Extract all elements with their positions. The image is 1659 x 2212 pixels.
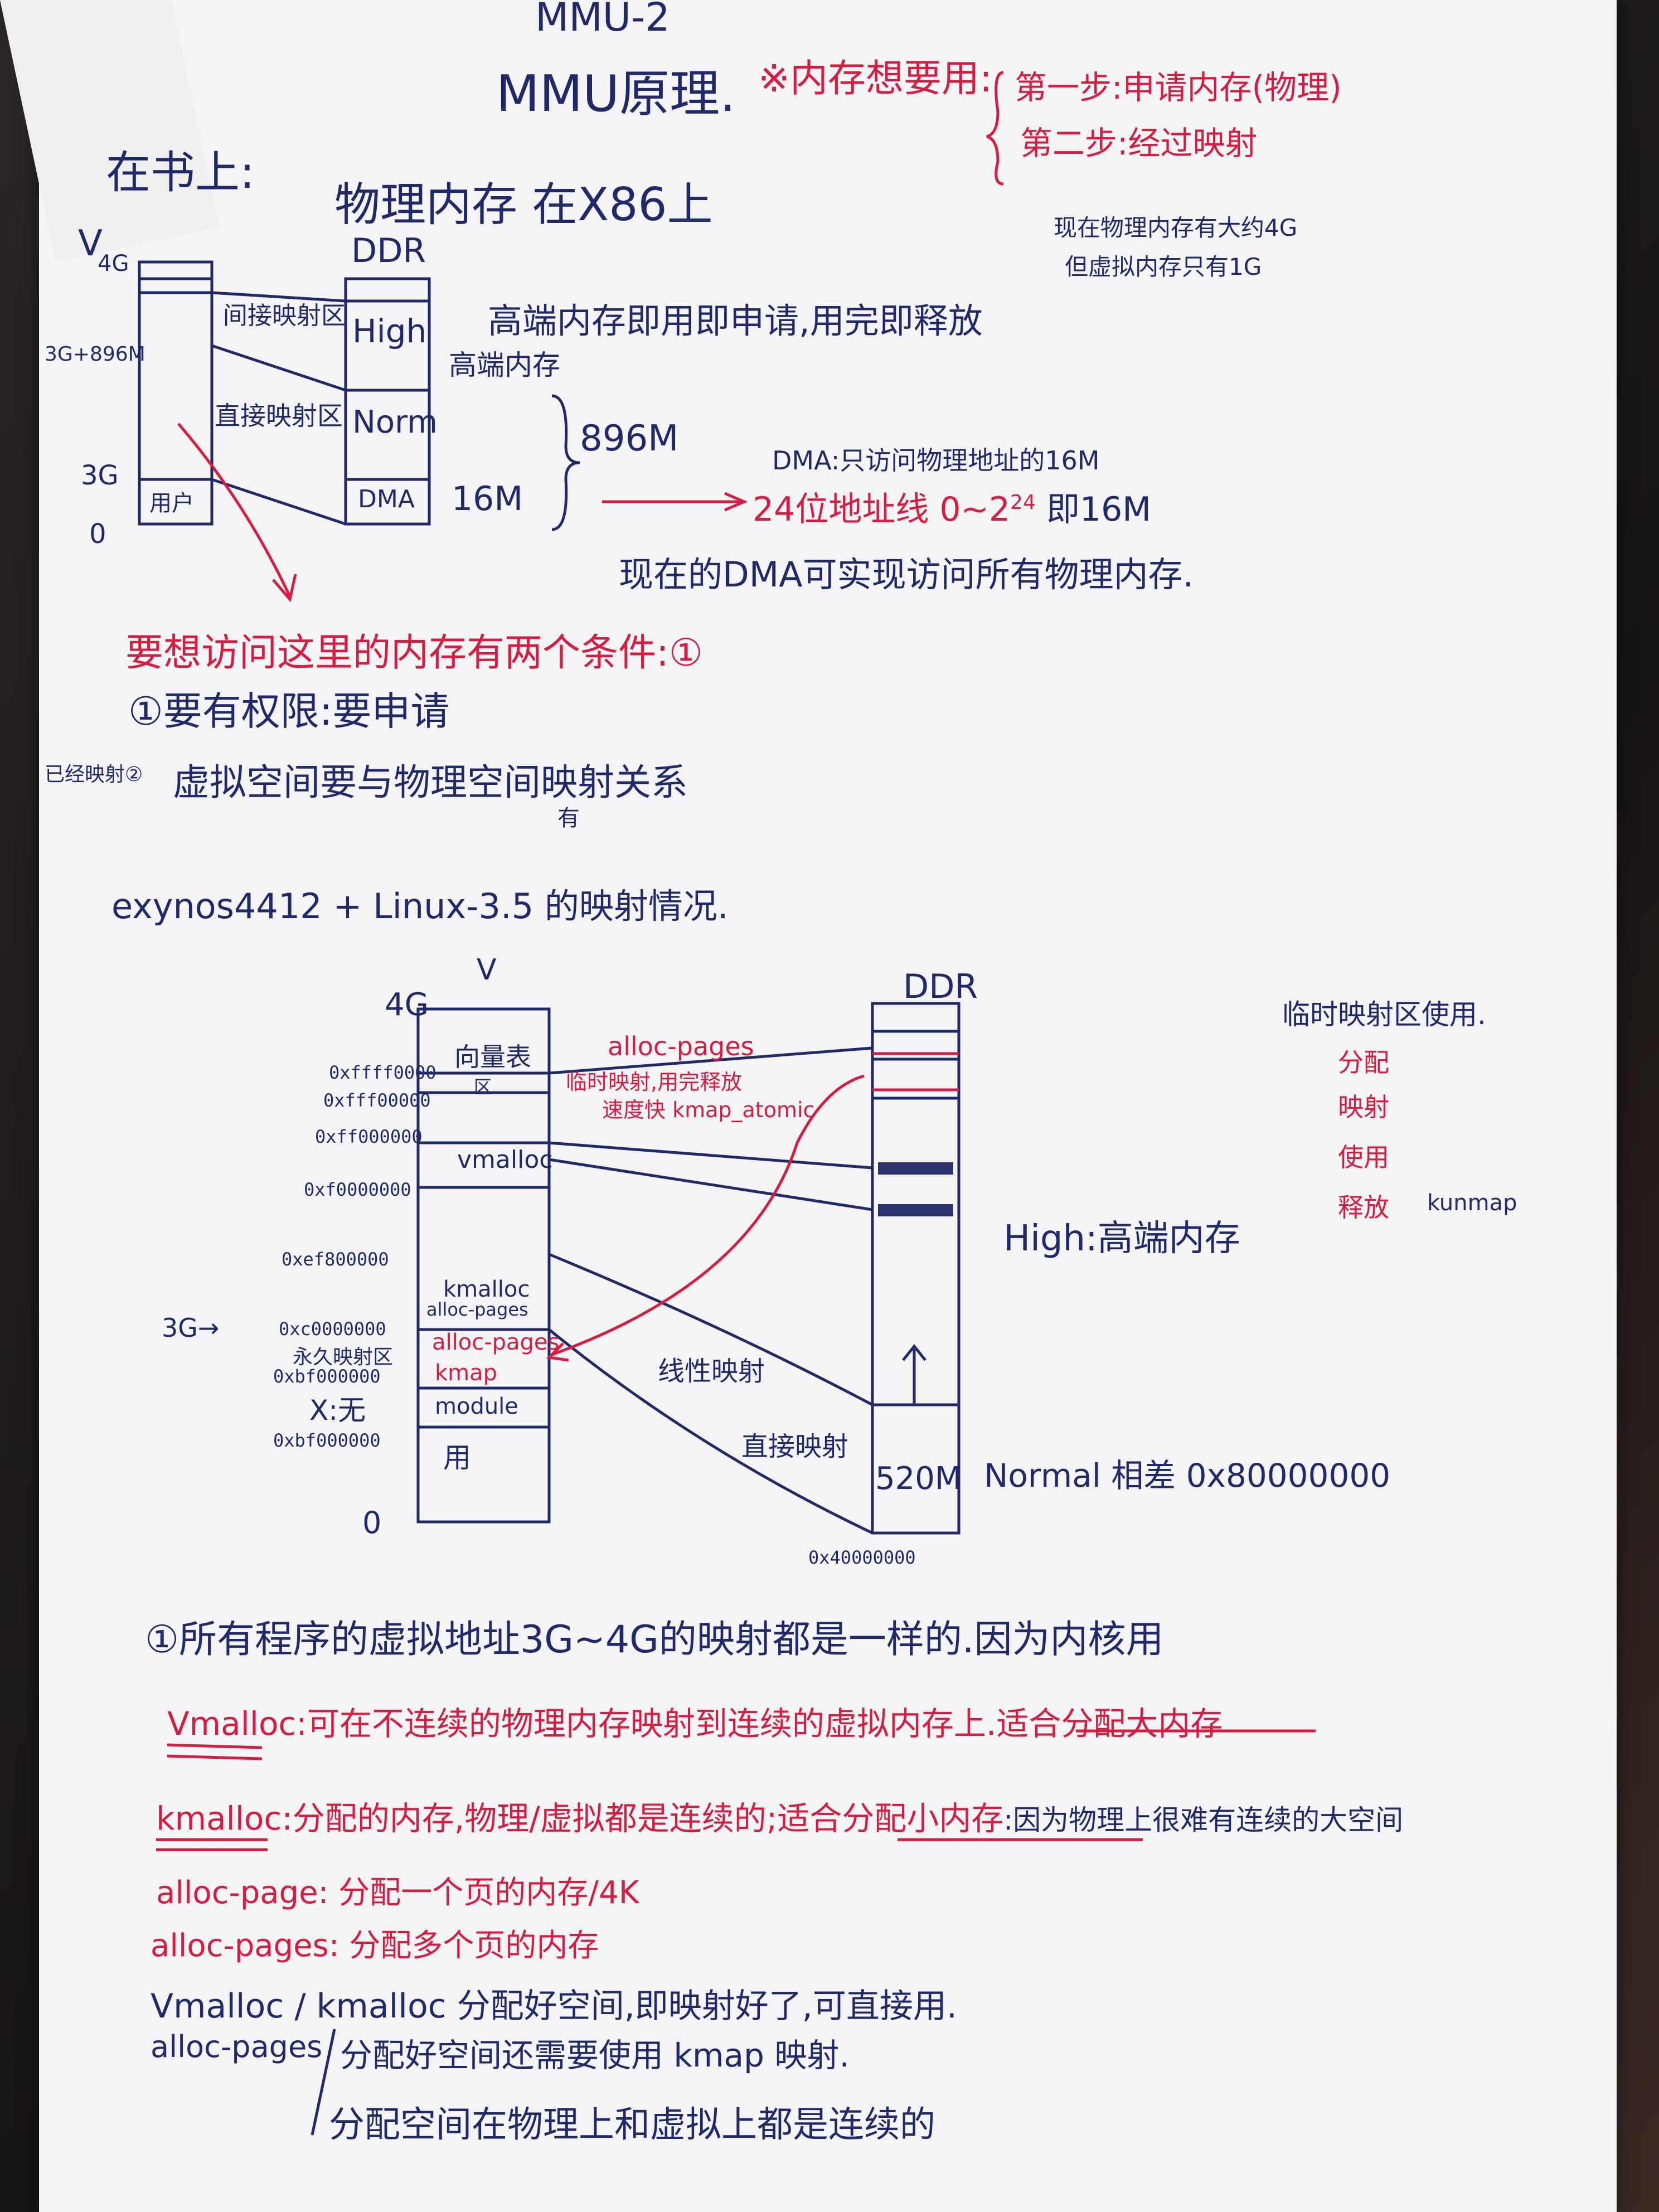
- s1-size-896: 896M: [580, 418, 679, 459]
- s2-lbl-temp: 临时映射,用完释放: [566, 1070, 743, 1094]
- s2-addr6: 0xc0000000: [279, 1318, 386, 1340]
- s2-box-vector: 向量表: [454, 1042, 531, 1072]
- s2-kunmap: kunmap: [1427, 1190, 1517, 1216]
- s1-note-right2: 但虚拟内存只有1G: [1065, 253, 1262, 280]
- s2-box-kmap: kmap: [435, 1360, 498, 1386]
- s2-box-kmalloc: kmalloc: [443, 1277, 530, 1302]
- s1-dma-note: DMA:只访问物理地址的16M: [772, 445, 1100, 476]
- red-note: ※内存想要用:: [758, 57, 992, 101]
- s2-addr10: 0xbf000000: [273, 1430, 381, 1451]
- s2-normal: Normal 相差 0x80000000: [984, 1457, 1391, 1495]
- s2-addr3: 0xff000000: [315, 1126, 423, 1147]
- s2-box-module: module: [435, 1394, 518, 1419]
- s1-size-16: 16M: [452, 479, 523, 518]
- s2-lbl-fast: 速度快 kmap_atomic: [602, 1098, 815, 1122]
- s2-ddr-label: DDR: [903, 967, 978, 1006]
- s2-step-free: 释放: [1338, 1192, 1389, 1223]
- s1-dma-addr: 24位地址线 0~224 即16M: [753, 490, 1152, 529]
- s2-addr7: 永久映射区: [293, 1346, 394, 1369]
- s1-user: 用户: [149, 491, 194, 516]
- s2-box-allocp: alloc-pages: [426, 1299, 528, 1320]
- s2-box-user: 用: [443, 1442, 471, 1474]
- section2-heading: exynos4412 + Linux-3.5 的映射情况.: [111, 886, 729, 926]
- s1-high: High: [352, 312, 427, 350]
- title-top: MMU-2: [535, 0, 670, 40]
- note-7a: alloc-pages: [151, 2029, 323, 2064]
- s2-addr8: 0xbf000000: [273, 1366, 381, 1387]
- s1-cond2-sub: 有: [557, 806, 580, 831]
- step-two: 第二步:经过映射: [1020, 124, 1258, 162]
- s2-0-label: 0: [362, 1505, 382, 1540]
- s2-4g-label: 4G: [385, 987, 429, 1023]
- s2-addr4: 0xf0000000: [304, 1179, 411, 1200]
- s1-dma-now: 现在的DMA可实现访问所有物理内存.: [619, 554, 1194, 595]
- s1-cond1: ①要有权限:要申请: [128, 688, 450, 734]
- s2-step-alloc: 分配: [1338, 1047, 1389, 1078]
- s2-addr2: 0xfff00000: [323, 1090, 431, 1111]
- s1-cond2-prefix: 已经映射②: [45, 763, 143, 786]
- s1-4g-label: 4G: [98, 251, 129, 276]
- s2-ddr-base: 0x40000000: [808, 1547, 916, 1568]
- s1-high-note: 高端内存即用即申请,用完即释放: [488, 300, 983, 341]
- s2-v-label: V: [477, 953, 497, 987]
- s1-v-label: V: [78, 223, 103, 264]
- s1-addr-3g: 3G: [81, 460, 119, 491]
- s2-temp-use: 临时映射区使用.: [1282, 998, 1486, 1031]
- s1-direct: 直接映射区: [215, 401, 343, 431]
- page-title: MMU原理.: [496, 65, 736, 123]
- s1-addr-0: 0: [89, 518, 106, 550]
- note-4: alloc-page: 分配一个页的内存/4K: [156, 1875, 639, 1911]
- s1-addr-3g896m: 3G+896M: [45, 343, 145, 366]
- s1-conditions: 要想访问这里的内存有两个条件:①: [125, 631, 703, 675]
- s1-cond2: 虚拟空间要与物理空间映射关系: [173, 761, 688, 804]
- notebook-page: [39, 0, 1617, 2212]
- s1-indirect: 间接映射区: [223, 302, 346, 330]
- s2-step-use: 使用: [1338, 1142, 1389, 1172]
- s2-addr5: 0xef800000: [282, 1249, 389, 1270]
- note-2: Vmalloc:可在不连续的物理内存映射到连续的虚拟内存上.适合分配大内存: [167, 1705, 1223, 1743]
- note-3: kmalloc:分配的内存,物理/虚拟都是连续的;适合分配小内存:因为物理上很难…: [156, 1799, 1404, 1837]
- section1-heading: 物理内存 在X86上: [334, 178, 713, 231]
- s2-high-cn: High:高端内存: [1003, 1218, 1240, 1259]
- s1-high-cn: 高端内存: [449, 349, 560, 381]
- s2-step-map: 映射: [1338, 1092, 1389, 1122]
- note-6: Vmalloc / kmalloc 分配好空间,即映射好了,可直接用.: [151, 1987, 957, 2026]
- s1-note-right1: 现在物理内存有大约4G: [1054, 214, 1298, 241]
- s1-dma: DMA: [358, 485, 415, 513]
- s2-box-qu: 区: [474, 1076, 492, 1098]
- s2-lbl-allocpages: alloc-pages: [608, 1031, 754, 1061]
- note-7b: 分配好空间还需要使用 kmap 映射.: [340, 2036, 850, 2074]
- s2-direct: 直接映射: [741, 1431, 849, 1462]
- s2-linear: 线性映射: [658, 1356, 765, 1387]
- s1-ddr-label: DDR: [351, 231, 426, 270]
- s2-size520: 520M: [875, 1461, 962, 1497]
- s2-addr1: 0xffff0000: [329, 1062, 436, 1083]
- s2-addr9: X:无: [309, 1394, 366, 1427]
- note-5: alloc-pages: 分配多个页的内存: [151, 1928, 599, 1964]
- s2-box-vmalloc: vmalloc: [457, 1146, 553, 1174]
- section1-label: 在书上:: [106, 147, 255, 198]
- step-one: 第一步:申请内存(物理): [1015, 69, 1342, 106]
- s1-norm: Norm: [352, 404, 438, 440]
- s2-box-allocp2: alloc-pages: [432, 1330, 560, 1355]
- s2-3g-label: 3G→: [162, 1313, 220, 1343]
- note-8: 分配空间在物理上和虚拟上都是连续的: [329, 2104, 935, 2146]
- note-1: ①所有程序的虚拟地址3G~4G的映射都是一样的.因为内核用: [145, 1618, 1164, 1662]
